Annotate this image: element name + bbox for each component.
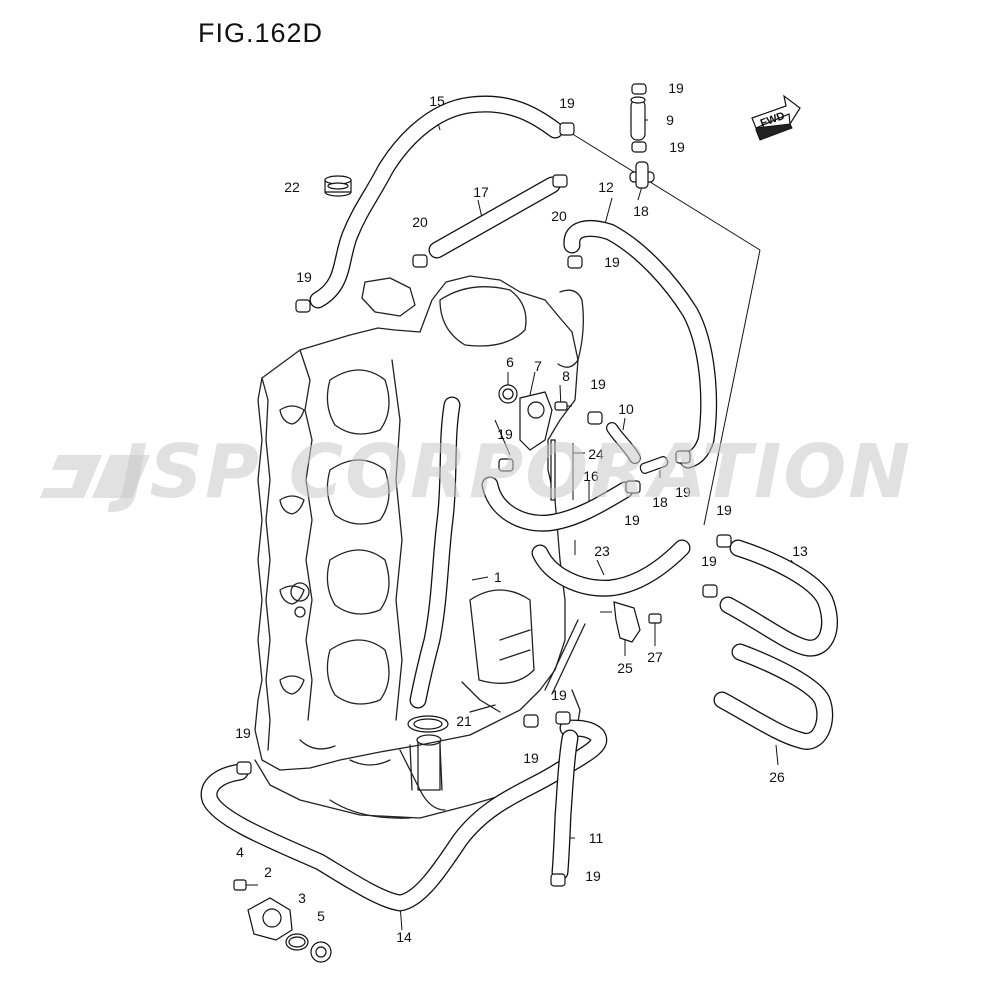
callout-16: 16 [583, 468, 599, 484]
callout-11: 11 [589, 830, 604, 846]
callout-10: 10 [618, 401, 634, 417]
callout-labels: 1 2 3 4 5 6 7 8 9 10 11 12 13 14 15 16 1… [235, 80, 808, 945]
clamp-20 [412, 254, 428, 268]
clamps [236, 83, 732, 887]
callout-19: 19 [559, 95, 575, 111]
callout-26: 26 [769, 769, 785, 785]
callout-19: 19 [716, 502, 732, 518]
callout-25: 25 [617, 660, 633, 676]
jsp-logo-icon [40, 455, 150, 498]
callout-15: 15 [429, 93, 445, 109]
clamp-19 [295, 299, 311, 313]
clamp-19 [559, 122, 575, 136]
callout-27: 27 [647, 649, 663, 665]
clamp-19 [702, 584, 718, 598]
callout-19: 19 [585, 868, 601, 884]
fwd-arrow-icon: FWD [751, 94, 801, 141]
engine-block [254, 275, 586, 819]
clamp-19 [236, 761, 252, 775]
hose-14 [200, 719, 608, 912]
callout-19: 19 [551, 687, 567, 703]
callout-5: 5 [317, 908, 325, 924]
components [233, 96, 669, 963]
clamp-19 [625, 480, 641, 494]
hose-26 [713, 643, 834, 750]
clamp-19 [498, 458, 514, 472]
callout-19: 19 [296, 269, 312, 285]
hose-11 [551, 729, 579, 881]
hose-10 [606, 422, 641, 464]
part-24 [550, 439, 556, 501]
clamp-19 [587, 411, 603, 425]
pipe-9 [630, 96, 646, 141]
callout-9: 9 [666, 112, 674, 128]
hose-16 [481, 476, 634, 532]
watermark: JSP CORPORATION [40, 429, 912, 515]
callout-6: 6 [506, 354, 514, 370]
hose-1 [409, 396, 461, 709]
callout-3: 3 [298, 890, 306, 906]
callout-14: 14 [396, 929, 412, 945]
bolt-8 [554, 401, 572, 411]
callout-13: 13 [792, 543, 808, 559]
callout-23: 23 [594, 543, 610, 559]
bracket-25 [613, 601, 641, 643]
o-ring-3 [285, 933, 309, 951]
callout-19: 19 [235, 725, 251, 741]
callout-18-top: 18 [633, 203, 649, 219]
grommet-22 [324, 175, 352, 197]
hose-23 [531, 539, 691, 597]
callout-19: 19 [675, 484, 691, 500]
t-joint-18-top [629, 161, 655, 189]
callout-19: 19 [497, 426, 513, 442]
clamp-21 [407, 715, 449, 733]
callout-19: 19 [668, 80, 684, 96]
thermostat-cover-7 [519, 391, 553, 451]
callout-20: 20 [412, 214, 428, 230]
callout-4: 4 [236, 844, 244, 860]
callout-20: 20 [551, 208, 567, 224]
clamp-19 [631, 83, 647, 95]
callout-8: 8 [562, 368, 570, 384]
bolt-27 [648, 613, 662, 630]
callout-17: 17 [473, 184, 489, 200]
figure-title: FIG.162D [198, 18, 324, 48]
callout-2: 2 [264, 864, 272, 880]
callout-18-lower: 18 [652, 494, 668, 510]
watermark-text: JSP CORPORATION [107, 429, 912, 515]
clamp-19 [716, 534, 732, 548]
bolt-4 [233, 879, 258, 891]
cover-2 [247, 897, 293, 941]
thermostat-6 [498, 384, 518, 404]
hose-17 [428, 176, 561, 259]
callout-12: 12 [598, 179, 614, 195]
callout-19: 19 [590, 376, 606, 392]
clamp-19 [675, 450, 691, 464]
callout-19: 19 [604, 254, 620, 270]
hoses [200, 95, 838, 912]
joint-18-lower [639, 456, 669, 474]
clamp-19 [550, 873, 566, 887]
hose-13 [719, 539, 838, 657]
clamp-19 [567, 255, 583, 269]
callout-21: 21 [456, 713, 472, 729]
callout-7: 7 [534, 358, 542, 374]
callout-19: 19 [701, 553, 717, 569]
hose-15 [309, 95, 564, 309]
callout-19: 19 [669, 139, 685, 155]
callout-24: 24 [588, 446, 604, 462]
callout-19: 19 [624, 512, 640, 528]
clamp-19 [523, 714, 539, 728]
callout-1: 1 [494, 569, 502, 585]
cap-5 [310, 941, 332, 963]
hose-12 [563, 220, 718, 469]
clamp-20 [552, 174, 568, 188]
clamp-19 [631, 141, 647, 153]
callout-22: 22 [284, 179, 300, 195]
callout-19: 19 [523, 750, 539, 766]
clamp-19 [555, 711, 571, 725]
